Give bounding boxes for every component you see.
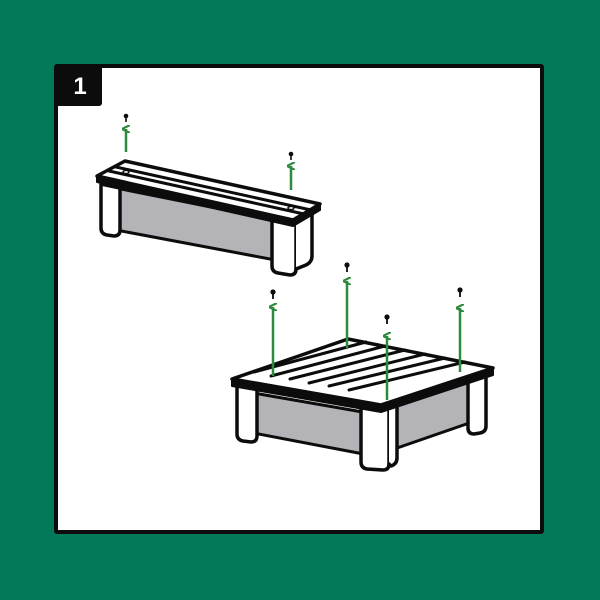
table-screw-2	[344, 262, 349, 348]
table-screw-4	[457, 287, 462, 372]
step-number-badge: 1	[58, 68, 102, 106]
table-illustration	[230, 337, 495, 472]
table-screw-3	[384, 314, 389, 400]
table-screw-1	[270, 289, 275, 376]
bench-screw-right	[289, 151, 294, 190]
bench-screw-left	[124, 113, 129, 152]
bench-illustration	[95, 159, 322, 277]
instruction-panel: 1	[54, 64, 544, 534]
